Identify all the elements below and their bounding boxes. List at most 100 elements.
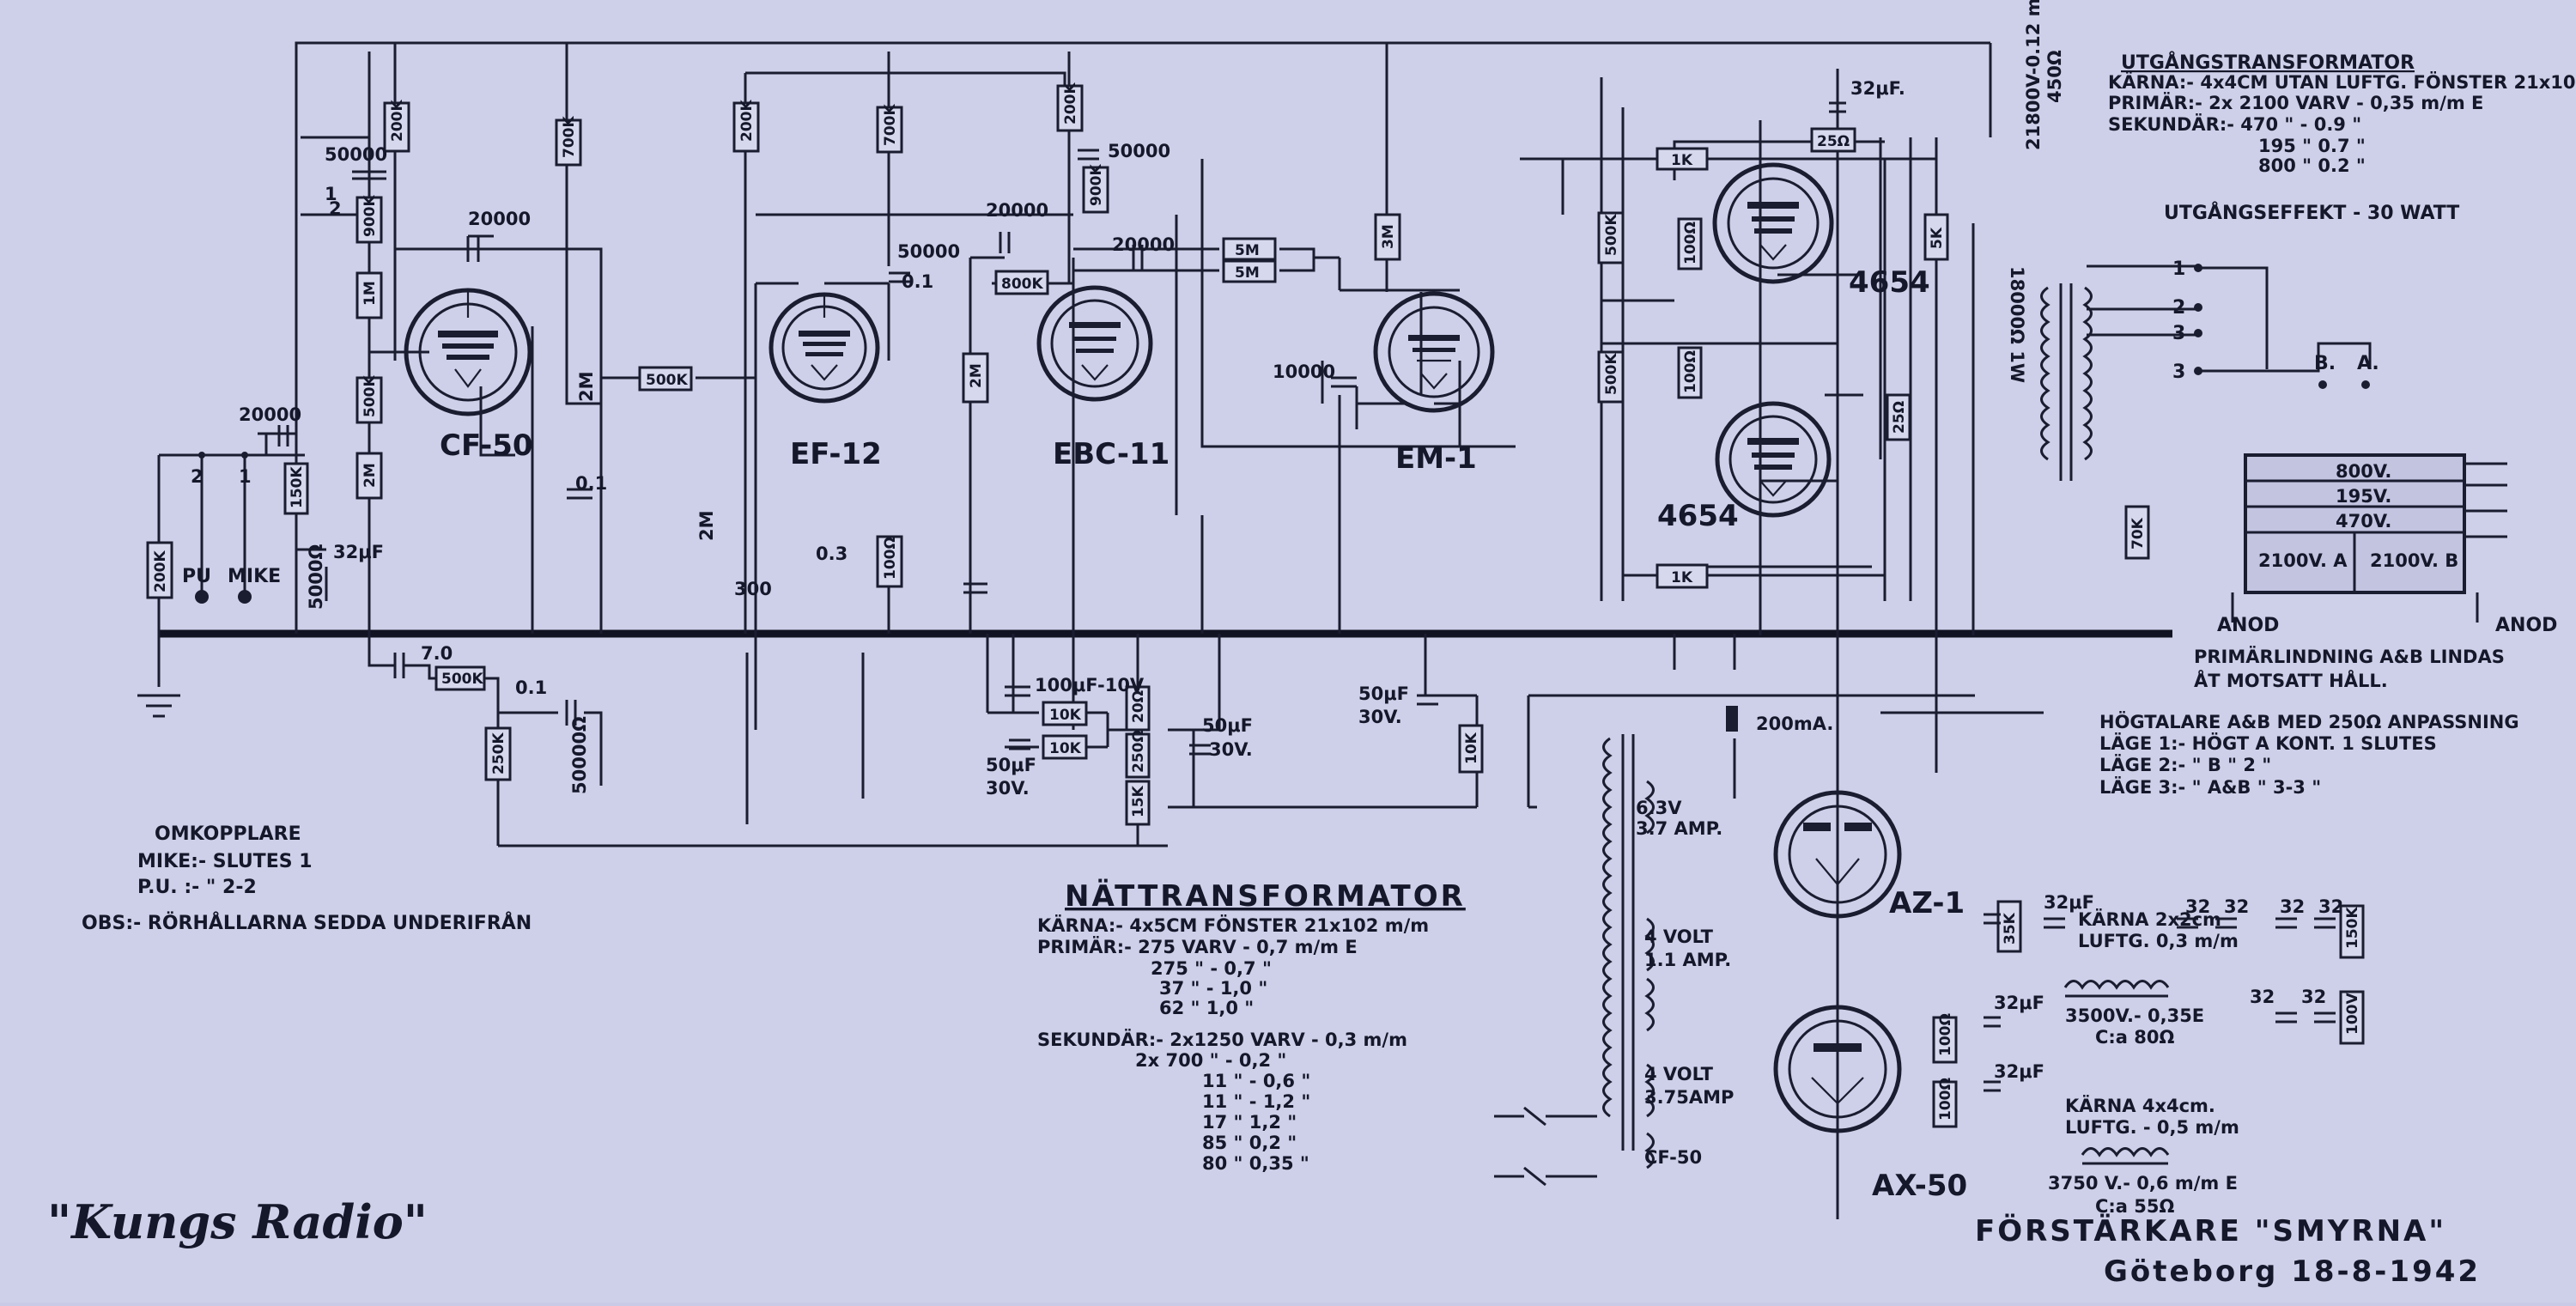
resistor-r26 [2124, 505, 2150, 560]
resistor-r7-value: 900K [361, 195, 379, 237]
resistor-r16-value: 3M [1380, 224, 1397, 249]
switch-pos-1: 1 [2172, 258, 2185, 280]
mt-line-4: 37 " - 1,0 " [1159, 978, 1267, 999]
half-b: 2100V. B [2370, 550, 2458, 571]
resistor-r5-value: 200K [1062, 82, 1079, 125]
tube-em1 [1373, 291, 1495, 413]
tube-ax50 [1773, 1005, 1902, 1133]
label-c-30v-a: 30V. [986, 778, 1030, 799]
ot-line-5: 800 " 0.2 " [2258, 155, 2366, 176]
choke2-line1: KÄRNA 4x4cm. [2065, 1095, 2215, 1116]
tube-label-4654-a: 4654 [1849, 265, 1930, 300]
label-c-10000: 10000 [1273, 361, 1335, 382]
tube-label-ax50: AX-50 [1872, 1169, 1967, 1203]
output-transformer-symbol [2040, 283, 2093, 481]
resistor-r19 [1656, 147, 1709, 171]
switch-notes-line-1: MIKE:- SLUTES 1 [137, 851, 313, 872]
resistor-r22 [1810, 127, 1856, 153]
speaker-switch: 1 2 3 3 B. A. [2087, 258, 2379, 389]
winding-diagram: 800V. 195V. 470V. 2100V. A 2100V. B ANOD… [2194, 453, 2557, 691]
label-c-50uf-b: 50μF [1202, 715, 1253, 736]
resistor-r14 [1222, 237, 1277, 261]
label-c32-1: 32μF [2044, 892, 2094, 913]
resistor-r23 [1886, 393, 1911, 441]
label-r-300: 300 [734, 579, 772, 599]
label-pot-2m-a: 2M [576, 371, 597, 402]
resistor-r24-value: 5K [1929, 227, 1946, 249]
resistor-r13-value: 2M [968, 363, 985, 388]
resistor-r17-value: 500K [1603, 214, 1620, 256]
sec-4v-b: 4 VOLT [1644, 1064, 1714, 1084]
resistor-r24 [1923, 213, 1949, 261]
input-jacks [195, 452, 252, 604]
sec-63v: 6.3V [1636, 798, 1682, 818]
resistor-r32 [1042, 701, 1088, 726]
winding-note-1: PRIMÄRLINDNING A&B LINDAS [2194, 646, 2505, 667]
capacitor-group [369, 101, 2336, 1092]
jack-pu [195, 590, 209, 604]
tube-label-em1: EM-1 [1395, 441, 1477, 476]
label-c32-5: 32 [2224, 896, 2249, 917]
tube-label-cf50: CF-50 [440, 428, 533, 463]
label-in-2-b: 2 [191, 466, 204, 487]
label-c32-2: 32μF [1994, 993, 2044, 1013]
resistor-r33-value: 10K [1049, 740, 1082, 757]
label-c-20000-a: 20000 [468, 209, 531, 229]
label-c-03: 0.3 [816, 544, 848, 564]
label-c-20000-c: 20000 [1112, 234, 1175, 255]
tube-cf50 [404, 288, 532, 416]
resistor-r41 [1932, 1016, 1958, 1064]
label-pot-2m-b: 2M [696, 510, 717, 541]
resistor-r4-value: 700K [882, 104, 899, 146]
sec-cf50: CF-50 [1644, 1147, 1702, 1168]
label-c-32uf-top: 32μF. [1850, 78, 1905, 99]
resistor-r10 [355, 452, 383, 500]
resistor-r42 [1932, 1080, 1958, 1128]
resistor-r42-value: 100Ω [1937, 1078, 1954, 1121]
chokes: KÄRNA 2x2cm LUFTG. 0,3 m/m 3500V.- 0,35E… [2048, 908, 2239, 1217]
resistor-r36-value: 15K [1130, 785, 1147, 817]
label-c-100uf: 100μF-10V [1035, 675, 1145, 696]
tube-4654-lower [1715, 401, 1832, 518]
resistor-r21-value: 100Ω [1682, 350, 1699, 393]
resistor-r21 [1677, 346, 1703, 399]
label-c-50000-b: 50000 [1108, 141, 1170, 161]
speaker-notes: HÖGTALARE A&B MED 250Ω ANPASSNING LÄGE 1… [2099, 711, 2519, 798]
resistor-r15-value: 5M [1235, 264, 1260, 282]
resistor-r37 [1458, 724, 1484, 774]
ot-line-2: PRIMÄR:- 2x 2100 VARV - 0,35 m/m E [2108, 92, 2483, 113]
resistor-r1-value: 200K [389, 100, 406, 142]
drawing-date: Göteborg 18-8-1942 [2104, 1254, 2481, 1289]
label-c-01-a: 0.1 [902, 271, 933, 292]
resistor-r37-value: 10K [1463, 732, 1480, 764]
resistor-r15 [1222, 259, 1277, 283]
label-rot-21800: 21800V-0.12 m/m [2023, 0, 2044, 150]
tube-label-4654-b: 4654 [1657, 499, 1739, 533]
label-c-01-b: 0.1 [575, 473, 607, 494]
output-power: UTGÅNGSEFFEKT - 30 WATT [2164, 202, 2459, 224]
resistor-r3 [732, 101, 760, 153]
resistor-r25-value: 1K [1671, 569, 1693, 586]
switch-notes: OMKOPPLARE MIKE:- SLUTES 1 P.U. :- " 2-2… [82, 823, 532, 934]
resistor-r12-value: 800K [1001, 276, 1043, 293]
resistor-r29 [876, 535, 903, 588]
resistor-r40 [2339, 990, 2365, 1045]
anod-left: ANOD [2217, 615, 2279, 636]
resistor-r14-value: 5M [1235, 242, 1260, 259]
label-pot-5000: 5000Ω [306, 544, 326, 610]
label-c32-7: 32 [2318, 896, 2343, 917]
resistor-r6 [1082, 166, 1109, 214]
label-c-50uf-a: 50μF [986, 755, 1036, 775]
tube-ebc11 [1036, 285, 1153, 402]
resistor-r1 [383, 101, 410, 153]
choke1-line4: C:a 80Ω [2095, 1027, 2175, 1048]
brand-logo: "Kungs Radio" [47, 1194, 428, 1249]
switch-notes-obs: OBS:- RÖRHÅLLARNA SEDDA UNDERIFRÅN [82, 912, 532, 934]
sec-375amp: 3.75AMP [1644, 1087, 1734, 1108]
resistor-r22-value: 25Ω [1817, 133, 1850, 150]
resistor-r18-value: 500K [1603, 353, 1620, 395]
output-transformer-title: UTGÅNGSTRANSFORMATOR [2121, 52, 2415, 74]
